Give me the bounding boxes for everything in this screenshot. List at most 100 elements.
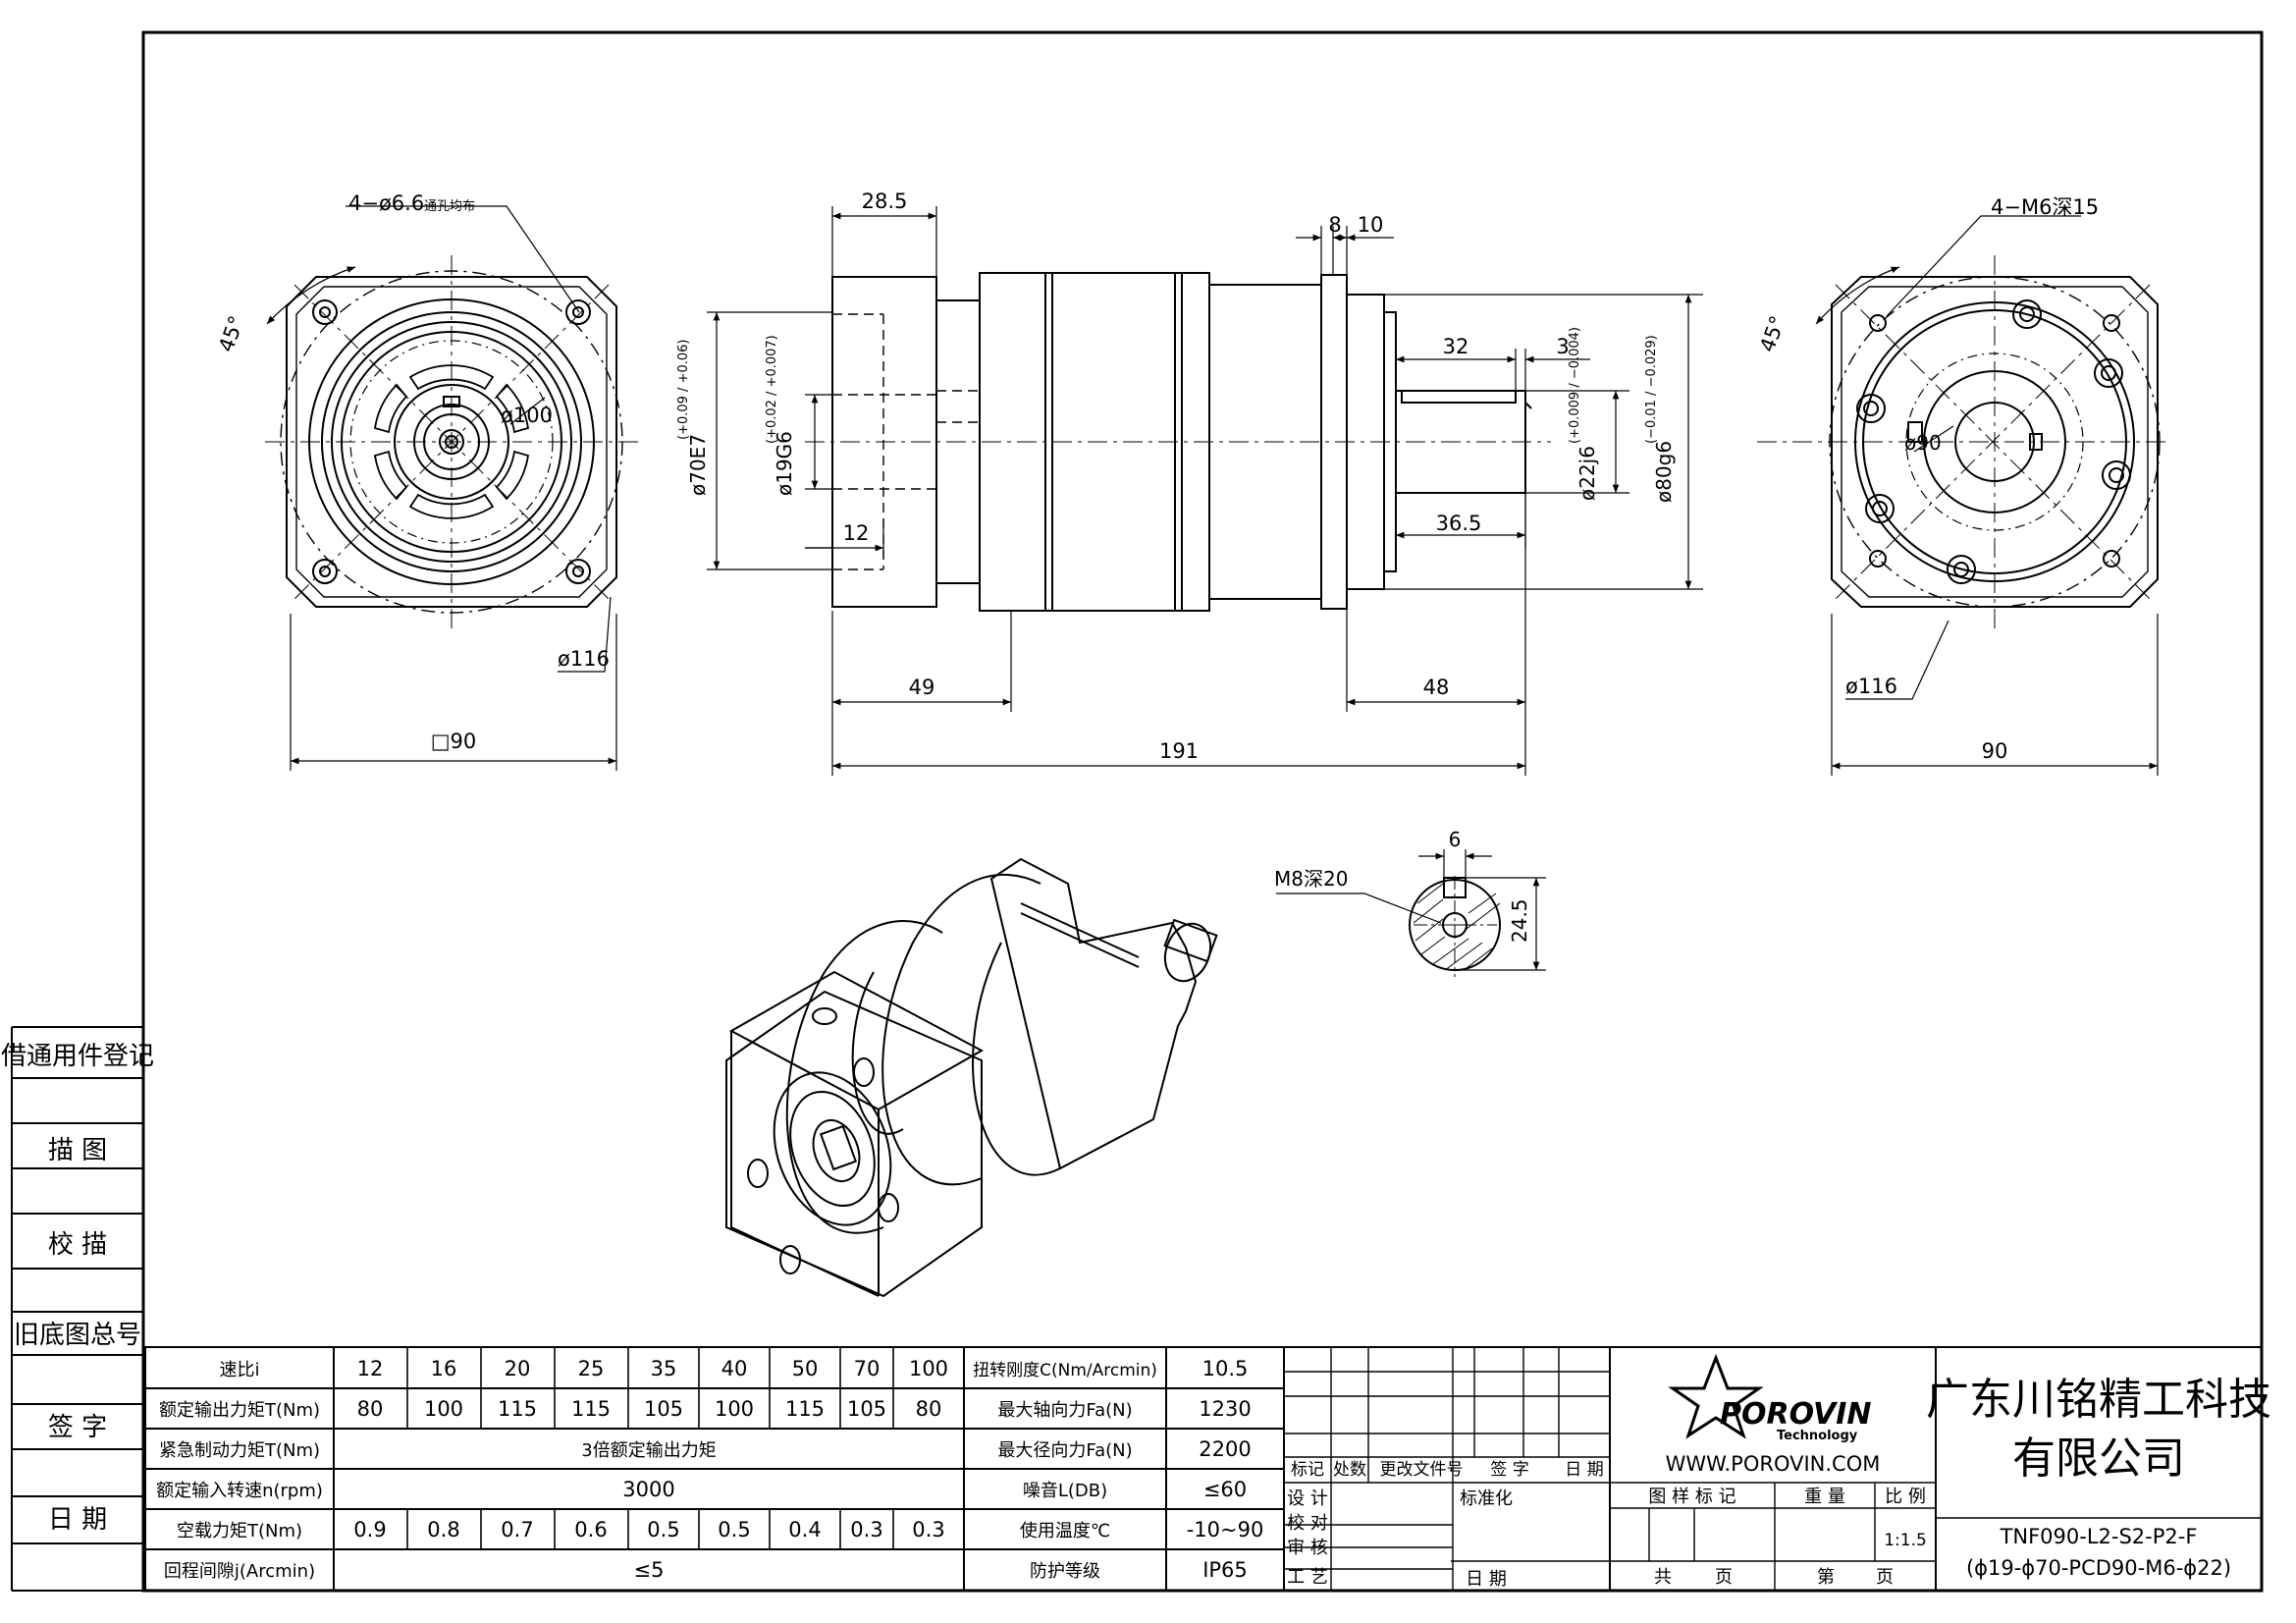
rear-width: 90 <box>1982 739 2008 763</box>
right-row2-value: 1230 <box>1199 1397 1251 1421</box>
row4-v2: 0.8 <box>427 1518 459 1542</box>
part-no: TNF090-L2-S2-P2-F <box>2000 1525 2198 1548</box>
design-row-2: 校 对 <box>1287 1513 1328 1534</box>
section-thread: M8深20 <box>1274 867 1348 891</box>
rev-header-3: 更改文件号 <box>1380 1460 1464 1480</box>
ratio-70: 70 <box>854 1357 881 1380</box>
row1-v6: 100 <box>715 1397 754 1421</box>
left-registration-block <box>11 1026 143 1592</box>
right-row5-value: -10~90 <box>1187 1518 1264 1542</box>
rev-header-2: 处数 <box>1333 1460 1366 1480</box>
right-row1-label: 扭转刚度C(Nm/Arcmin) <box>973 1361 1157 1380</box>
rev-header-1: 标记 <box>1291 1460 1324 1480</box>
reg-row-5: 签 字 <box>48 1413 107 1442</box>
spec-table-text: 速比i 12 16 20 25 35 40 50 70 100 额定输出力矩T(… <box>156 1357 1263 1582</box>
front-holes-note: 4−ø6.6 <box>348 191 424 215</box>
dia-input-pilot: ø70E7 <box>686 434 710 496</box>
row4-v3: 0.7 <box>501 1518 533 1542</box>
row4-v9: 0.3 <box>912 1518 944 1542</box>
rear-view <box>1757 215 2169 776</box>
logo-text: POROVIN <box>1720 1397 1872 1432</box>
spec-table-grid <box>144 1346 1285 1592</box>
grid-header-3: 比 例 <box>1885 1487 1926 1507</box>
ratio-100: 100 <box>909 1357 948 1380</box>
row1-v5: 105 <box>644 1397 683 1421</box>
row1-v7: 115 <box>785 1397 825 1421</box>
company-line2: 有限公司 <box>2012 1434 2185 1484</box>
row5-merged: ≤5 <box>634 1558 665 1582</box>
right-row6-value: IP65 <box>1202 1558 1248 1582</box>
dim-48: 48 <box>1423 676 1450 699</box>
row4-v8: 0.3 <box>850 1518 882 1542</box>
sheet-label-4: 页 <box>1876 1567 1894 1588</box>
dim-12: 12 <box>843 521 870 545</box>
row1-v3: 115 <box>498 1397 537 1421</box>
ratio-20: 20 <box>505 1357 531 1380</box>
logo-sub: Technology <box>1777 1429 1858 1443</box>
date-label: 日 期 <box>1466 1569 1507 1590</box>
reg-row-2: 描 图 <box>48 1136 107 1165</box>
row3-merged: 3000 <box>622 1478 674 1501</box>
row1-v9: 80 <box>916 1397 942 1421</box>
row1-v2: 100 <box>424 1397 463 1421</box>
company-line1: 广东川铭精工科技 <box>1926 1375 2271 1425</box>
front-outer-dia: ø116 <box>558 647 610 671</box>
front-pcd: ø100 <box>501 404 553 427</box>
row1-v1: 80 <box>357 1397 384 1421</box>
right-row6-label: 防护等级 <box>1030 1561 1100 1582</box>
dim-10: 10 <box>1358 213 1384 237</box>
dia-output-pilot: ø80g6 <box>1652 441 1676 503</box>
section-key-width: 6 <box>1449 828 1462 851</box>
tol-input-bore: (+0.02 / +0.007) <box>765 335 779 444</box>
row4-v6: 0.5 <box>718 1518 750 1542</box>
part-desc: (ϕ19-ϕ70-PCD90-M6-ϕ22) <box>1966 1556 2231 1580</box>
side-view <box>707 206 1703 776</box>
ratio-16: 16 <box>431 1357 457 1380</box>
tol-shaft: (+0.009 / −0.004) <box>1568 327 1582 444</box>
grid-header-1: 图 样 标 记 <box>1648 1487 1735 1507</box>
dim-total: 191 <box>1159 739 1199 763</box>
dim-shaft-len: 36.5 <box>1436 512 1482 535</box>
row2-label: 紧急制动力矩T(Nm) <box>159 1440 320 1461</box>
sheet-label-1: 共 <box>1654 1567 1672 1588</box>
section-height: 24.5 <box>1508 898 1531 943</box>
dim-49: 49 <box>909 676 935 699</box>
rear-angle: 45° <box>1755 313 1789 355</box>
ratio-50: 50 <box>792 1357 819 1380</box>
dim-key-offset: 3 <box>1556 335 1569 358</box>
website: WWW.POROVIN.COM <box>1666 1452 1881 1476</box>
right-row5-label: 使用温度℃ <box>1020 1521 1110 1542</box>
right-row4-label: 噪音L(DB) <box>1023 1481 1107 1501</box>
sheet-label-2: 页 <box>1715 1567 1733 1588</box>
section-view <box>1276 849 1546 977</box>
right-row2-label: 最大轴向力Fa(N) <box>997 1400 1132 1421</box>
ratio-35: 35 <box>651 1357 677 1380</box>
row1-label: 额定输出力矩T(Nm) <box>159 1400 320 1421</box>
right-row1-value: 10.5 <box>1202 1357 1249 1380</box>
right-row4-value: ≤60 <box>1203 1478 1247 1501</box>
row4-v5: 0.5 <box>647 1518 679 1542</box>
row4-label: 空载力矩T(Nm) <box>177 1521 302 1542</box>
rear-outer-dia: ø116 <box>1845 675 1897 698</box>
row1-v4: 115 <box>571 1397 611 1421</box>
row4-v7: 0.4 <box>788 1518 821 1542</box>
reg-row-4: 旧底图总号 <box>14 1321 141 1350</box>
right-row3-label: 最大径向力Fa(N) <box>997 1440 1132 1461</box>
dim-flange-len: 28.5 <box>862 189 908 213</box>
row4-v1: 0.9 <box>353 1518 386 1542</box>
reg-row-6: 日 期 <box>48 1505 107 1535</box>
row5-label: 回程间隙j(Arcmin) <box>164 1561 315 1582</box>
tol-input-pilot: (+0.09 / +0.06) <box>676 340 691 440</box>
reg-row-1: 借通用件登记 <box>1 1042 154 1071</box>
logo-star-icon <box>1668 1353 1764 1439</box>
isometric-view <box>725 857 1218 1298</box>
rev-header-4: 签 字 <box>1490 1460 1528 1480</box>
porovin-logo: POROVIN Technology <box>1668 1353 1872 1443</box>
design-row-4: 工 艺 <box>1287 1567 1328 1588</box>
dim-8: 8 <box>1328 213 1341 237</box>
grid-header-2: 重 量 <box>1804 1487 1845 1507</box>
front-angle: 45° <box>214 313 248 355</box>
ratio-25: 25 <box>578 1357 605 1380</box>
right-row3-value: 2200 <box>1199 1437 1251 1461</box>
